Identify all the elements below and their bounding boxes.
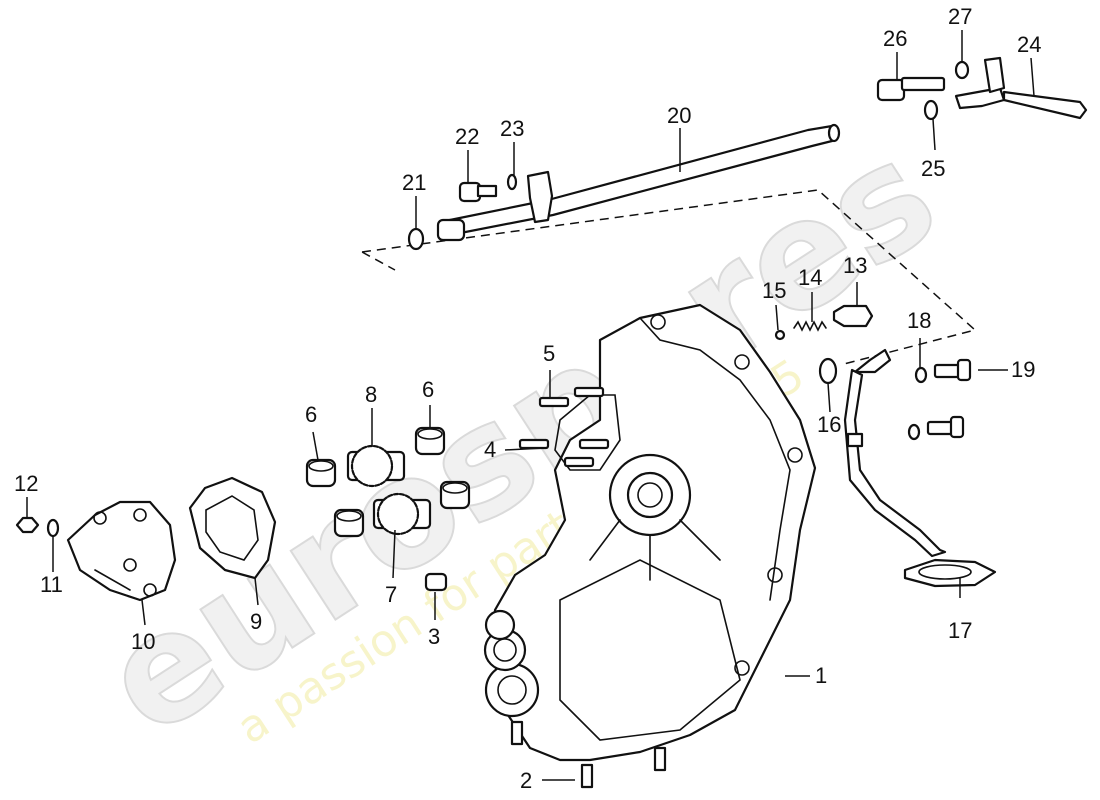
label-27: 27 — [948, 4, 972, 29]
washer-part — [46, 518, 60, 538]
oring-shaft-part — [407, 227, 425, 251]
label-1: 1 — [815, 663, 827, 688]
label-17: 17 — [948, 618, 972, 643]
label-6a: 6 — [305, 402, 317, 427]
gasket-part — [188, 476, 277, 580]
dowel-part — [424, 572, 448, 592]
label-22: 22 — [455, 124, 479, 149]
ball-part — [774, 329, 786, 341]
nut-part — [15, 516, 40, 534]
label-19: 19 — [1011, 357, 1035, 382]
pump-cover-part — [66, 500, 177, 602]
spring-part — [793, 320, 827, 332]
bushing-parts — [305, 426, 471, 538]
label-11: 11 — [40, 572, 63, 597]
leader-lines — [26, 30, 1035, 781]
label-8: 8 — [365, 382, 377, 407]
shaft-bolt-part — [458, 181, 498, 203]
housing-part — [483, 303, 817, 789]
assembly-bracket — [361, 189, 977, 366]
pickup-tube-part — [843, 348, 997, 588]
label-20: 20 — [667, 103, 691, 128]
linkage-parts — [876, 56, 1088, 121]
plug-part — [832, 304, 874, 328]
label-10: 10 — [131, 629, 155, 654]
shaft-part — [436, 123, 841, 242]
label-25: 25 — [921, 156, 945, 181]
part-labels: 1 2 3 4 5 6 6 7 8 9 10 11 12 13 14 15 16… — [14, 4, 1041, 793]
label-13: 13 — [843, 253, 867, 278]
shaft-washer-part — [506, 173, 518, 191]
oring-part — [818, 357, 838, 385]
label-24: 24 — [1017, 32, 1041, 57]
studs-part — [518, 386, 610, 468]
label-23: 23 — [500, 116, 524, 141]
label-12: 12 — [14, 471, 38, 496]
label-14: 14 — [798, 265, 822, 290]
bolt-parts — [907, 358, 972, 441]
label-4: 4 — [484, 437, 496, 462]
label-2: 2 — [520, 768, 532, 793]
label-6b: 6 — [422, 377, 434, 402]
label-16: 16 — [817, 412, 841, 437]
label-26: 26 — [883, 26, 907, 51]
label-9: 9 — [250, 609, 262, 634]
label-15: 15 — [762, 278, 786, 303]
label-18: 18 — [907, 308, 931, 333]
label-7: 7 — [385, 582, 397, 607]
label-3: 3 — [428, 624, 440, 649]
label-21: 21 — [402, 170, 426, 195]
label-5: 5 — [543, 341, 555, 366]
